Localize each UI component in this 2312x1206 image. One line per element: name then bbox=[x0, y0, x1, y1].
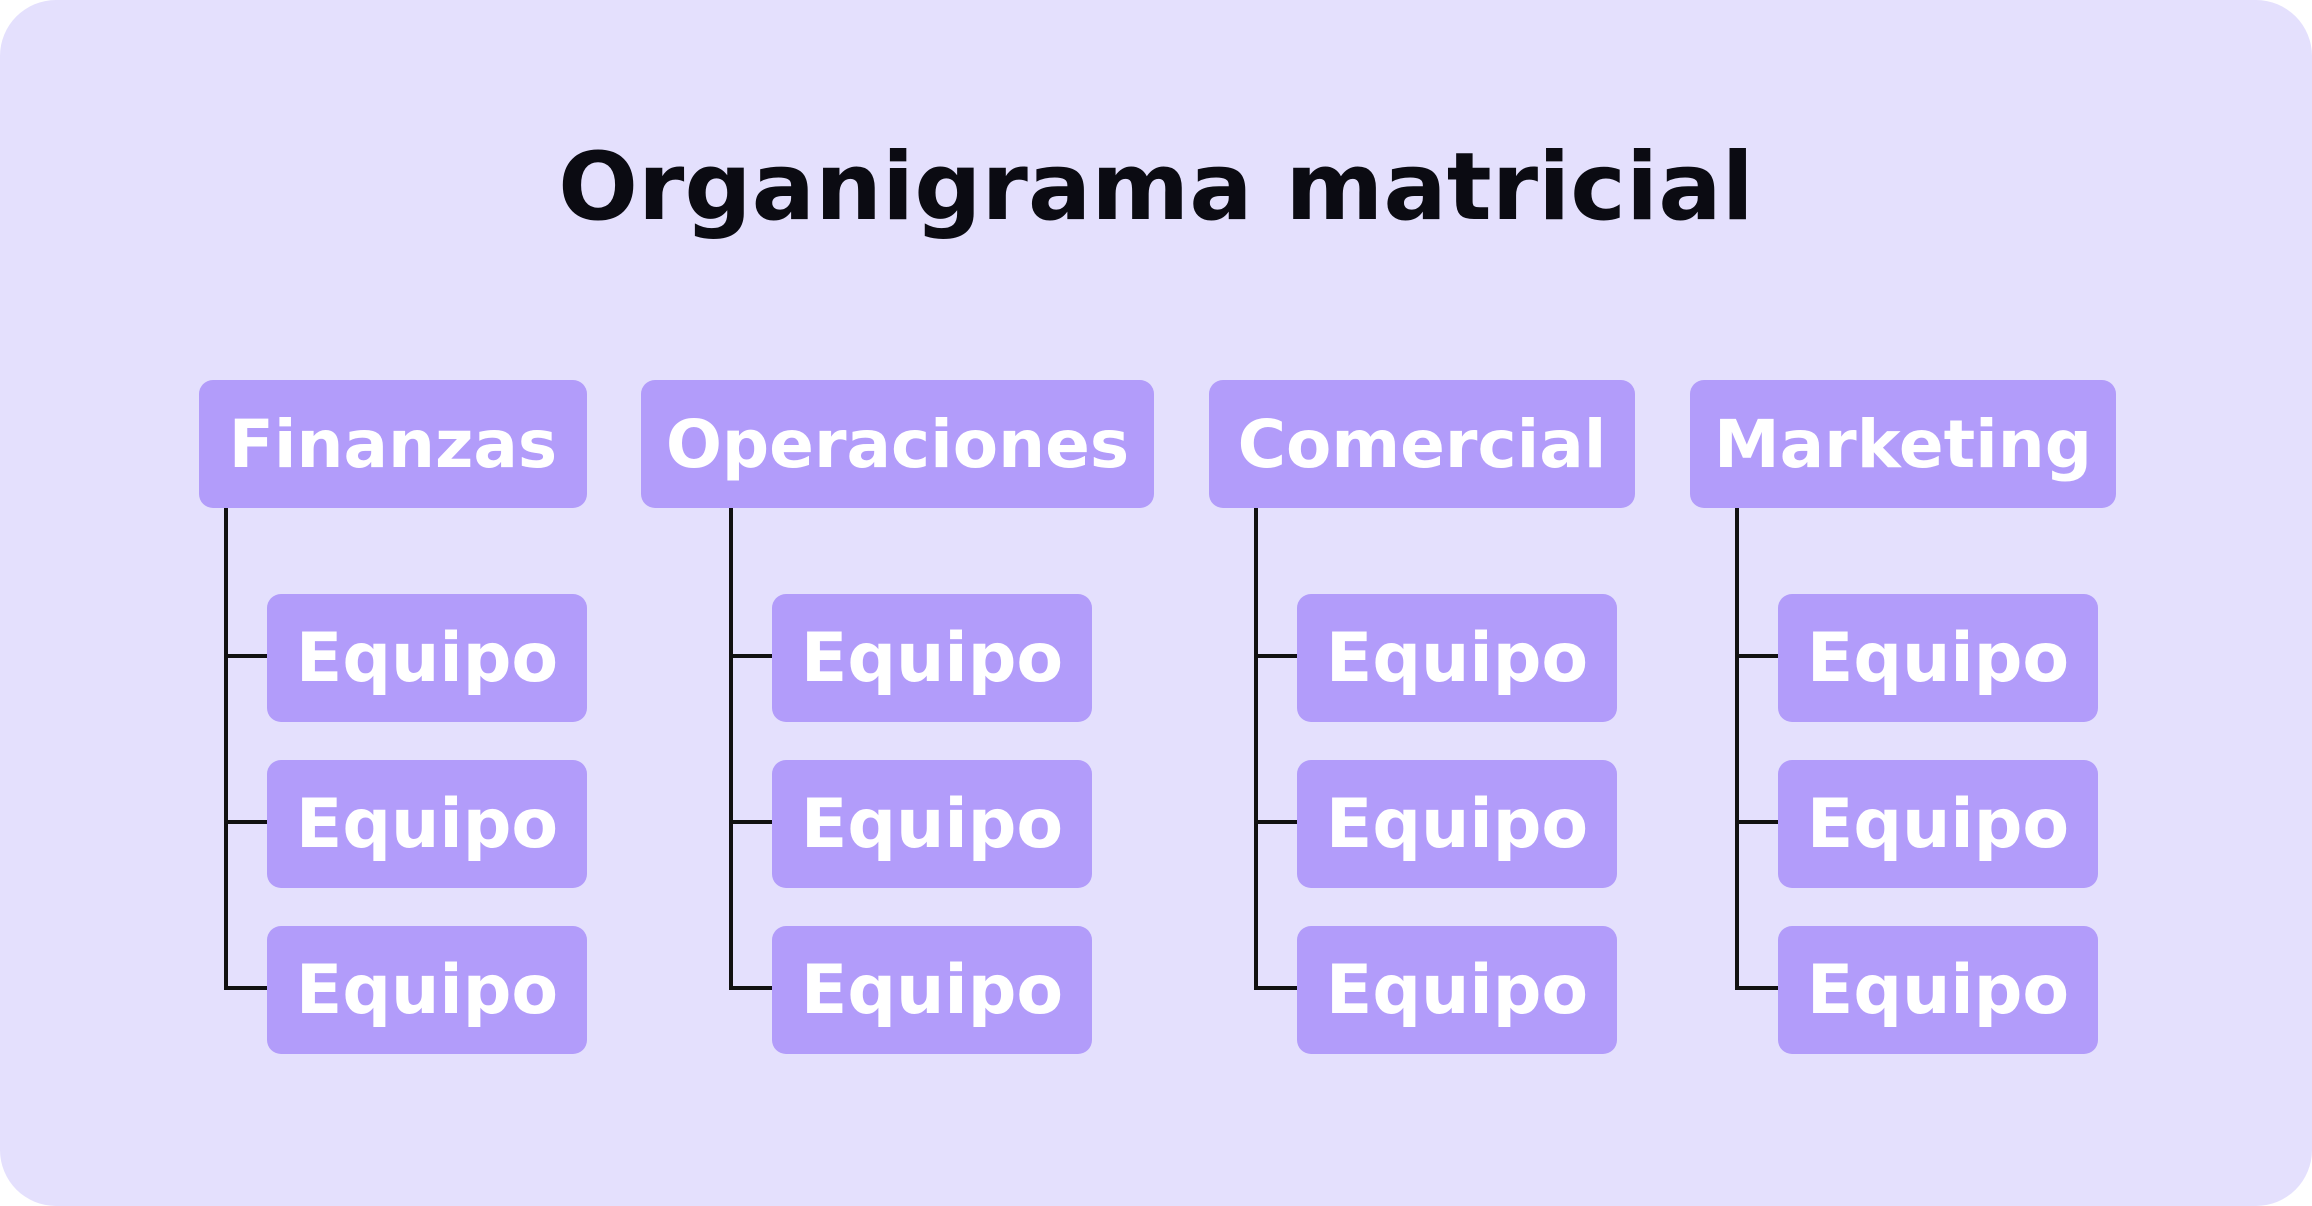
team-box: Equipo bbox=[1297, 926, 1617, 1054]
department-box-operaciones: Operaciones bbox=[641, 380, 1154, 508]
team-box: Equipo bbox=[267, 926, 587, 1054]
team-box: Equipo bbox=[1778, 926, 2098, 1054]
team-box: Equipo bbox=[1778, 594, 2098, 722]
team-box: Equipo bbox=[1297, 594, 1617, 722]
connector-group-comercial bbox=[1254, 508, 1297, 990]
department-box-finanzas: Finanzas bbox=[199, 380, 587, 508]
team-box: Equipo bbox=[1297, 760, 1617, 888]
team-box: Equipo bbox=[267, 760, 587, 888]
connector-group-operaciones bbox=[729, 508, 772, 990]
department-box-comercial: Comercial bbox=[1209, 380, 1635, 508]
team-box: Equipo bbox=[772, 926, 1092, 1054]
team-box: Equipo bbox=[772, 760, 1092, 888]
team-box: Equipo bbox=[1778, 760, 2098, 888]
team-box: Equipo bbox=[267, 594, 587, 722]
team-box: Equipo bbox=[772, 594, 1092, 722]
connector-group-finanzas bbox=[224, 508, 267, 990]
diagram-title: Organigrama matricial bbox=[558, 133, 1754, 242]
connector-group-marketing bbox=[1735, 508, 1778, 990]
department-box-marketing: Marketing bbox=[1690, 380, 2116, 508]
